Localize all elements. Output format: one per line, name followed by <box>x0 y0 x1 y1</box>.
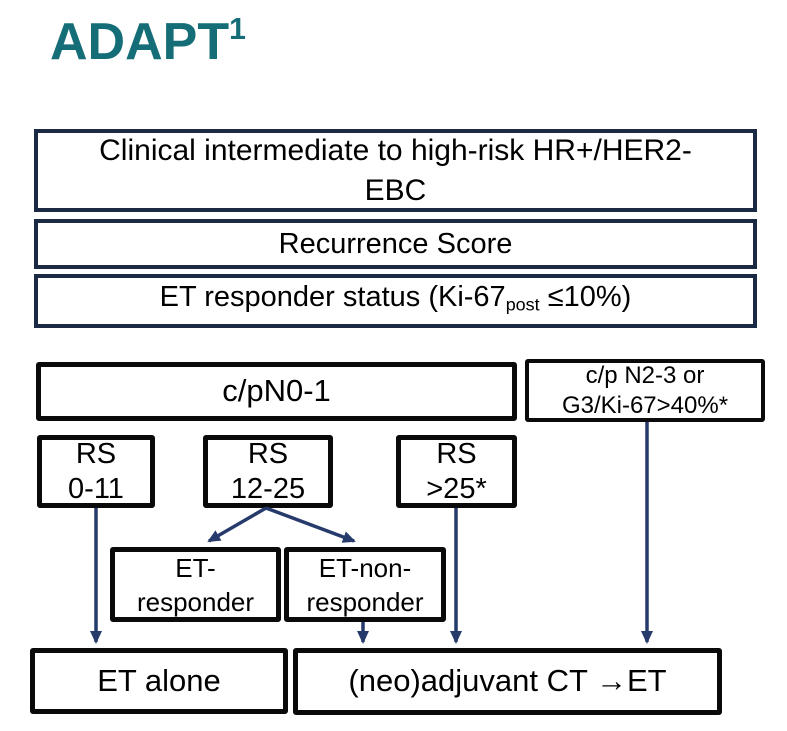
node-rs-0-11-line1: RS <box>75 437 117 470</box>
page-title: ADAPT1 <box>50 12 246 72</box>
node-rs-over-25-line2: >25* <box>426 472 487 505</box>
node-rs-0-11: RS 0-11 <box>37 435 155 508</box>
node-rs-12-25-line1: RS <box>247 437 289 470</box>
node-cpn2-3-line1: c/p N2-3 or <box>585 361 705 389</box>
node-clinical-risk-line2: EBC <box>364 173 427 207</box>
node-neoadjuvant-ct: (neo)adjuvant CT →ET <box>293 648 722 715</box>
node-cpn0-1: c/pN0-1 <box>36 362 517 421</box>
node-rs-over-25: RS >25* <box>396 435 517 508</box>
page-title-text: ADAPT <box>50 13 230 71</box>
arrow-rs-12-25-to-et-responder <box>207 506 267 543</box>
node-et-responder: ET- responder <box>110 547 281 622</box>
node-recurrence-score-label: Recurrence Score <box>278 227 513 260</box>
node-et-responder-status: ET responder status (Ki-67post ≤10%) <box>34 274 757 328</box>
node-cpn0-1-label: c/pN0-1 <box>222 373 331 409</box>
node-et-responder-line1: ET- <box>175 552 216 583</box>
node-et-non-responder: ET-non- responder <box>284 547 446 622</box>
node-et-responder-status-label: ET responder status (Ki-67post ≤10%) <box>160 280 632 322</box>
node-cpn2-3-line2: G3/Ki-67>40%* <box>561 391 729 419</box>
responder-status-rest: ≤10%) <box>539 280 632 313</box>
node-cpn2-3: c/p N2-3 or G3/Ki-67>40%* <box>525 359 765 422</box>
node-rs-12-25: RS 12-25 <box>203 435 333 508</box>
arrow-rs-12-25-to-et-non-responder <box>265 506 356 543</box>
node-rs-12-25-line2: 12-25 <box>230 472 306 505</box>
node-rs-0-11-line2: 0-11 <box>68 472 124 505</box>
responder-status-subscript: post <box>505 294 540 315</box>
node-rs-over-25-line1: RS <box>436 437 477 470</box>
page-title-superscript: 1 <box>229 13 246 47</box>
node-et-responder-line2: responder <box>136 586 255 617</box>
responder-status-prefix: ET responder status (Ki-67 <box>159 280 506 313</box>
node-recurrence-score: Recurrence Score <box>34 219 757 269</box>
node-clinical-risk: Clinical intermediate to high-risk HR+/H… <box>34 129 757 212</box>
node-clinical-risk-line1: Clinical intermediate to high-risk HR+/H… <box>99 133 692 167</box>
node-et-alone: ET alone <box>30 648 288 714</box>
node-neoadjuvant-ct-label: (neo)adjuvant CT →ET <box>348 663 667 699</box>
node-et-non-responder-line1: ET-non- <box>318 552 412 583</box>
node-et-alone-label: ET alone <box>97 662 221 698</box>
node-et-non-responder-line2: responder <box>306 586 424 617</box>
